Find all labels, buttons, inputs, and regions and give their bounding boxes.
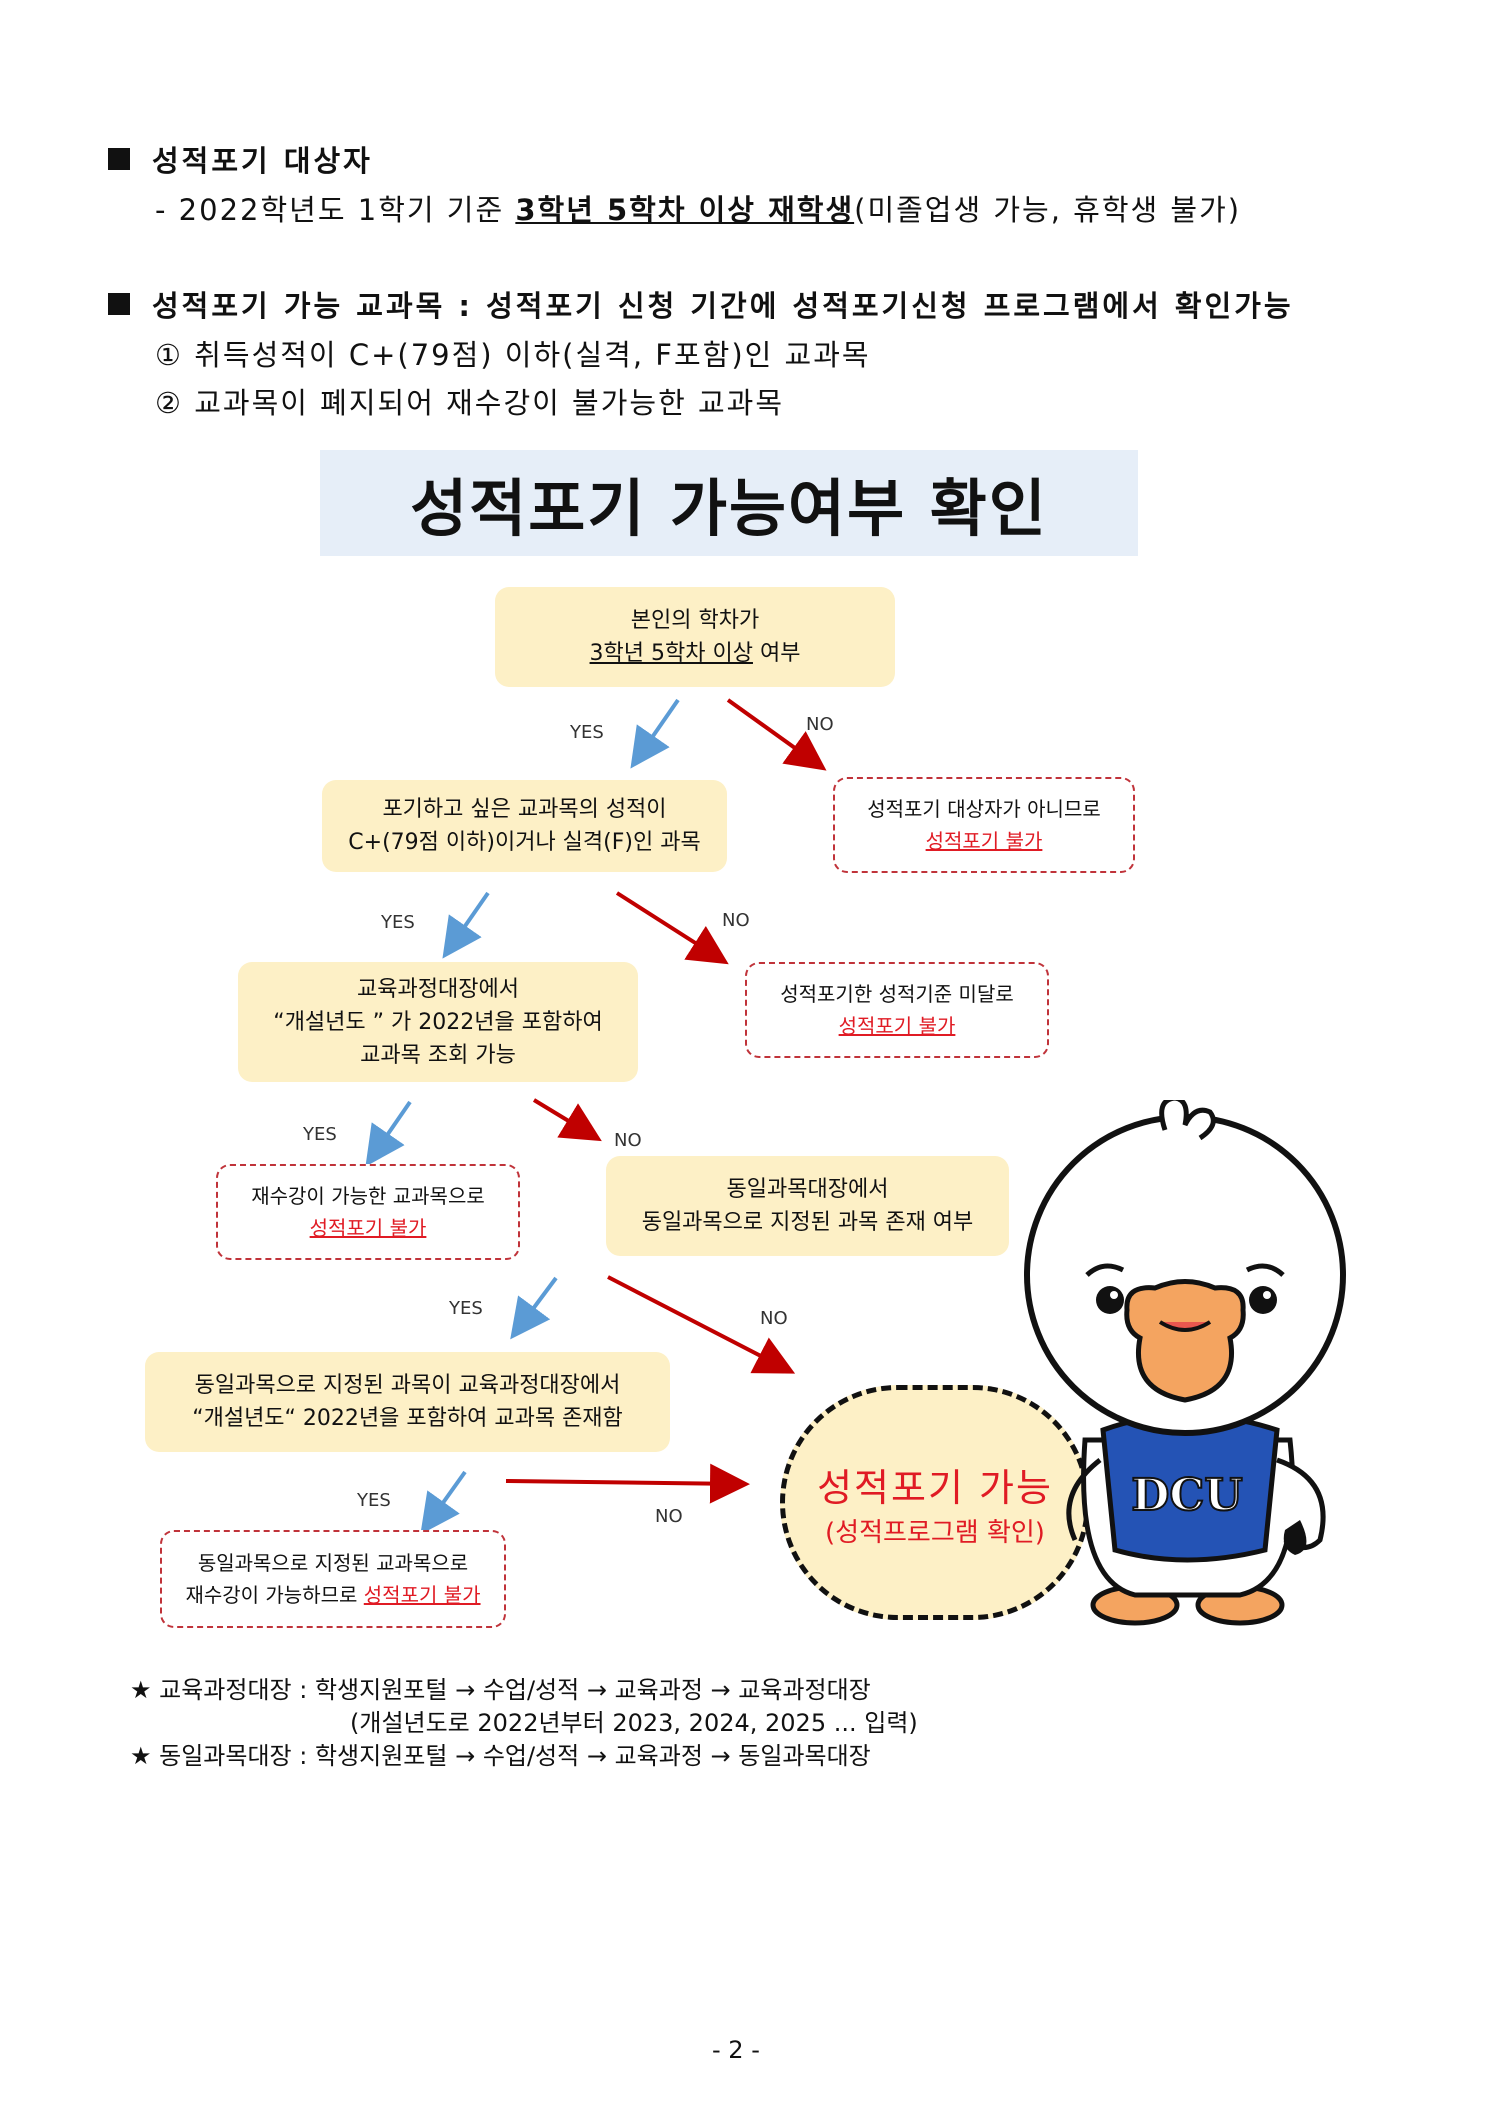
final-result-possible: 성적포기 가능 (성적프로그램 확인) bbox=[780, 1385, 1090, 1620]
no-label: NO bbox=[760, 1308, 788, 1329]
yes-arrow-5 bbox=[420, 1470, 467, 1535]
no-arrow-2 bbox=[615, 891, 729, 965]
note-curriculum: ★ 교육과정대장 : 학생지원포털 → 수업/성적 → 교육과정 → 교육과정대… bbox=[130, 1676, 871, 1704]
note-curriculum-detail: (개설년도로 2022년부터 2023, 2024, 2025 ... 입력) bbox=[350, 1709, 918, 1737]
result-box-same-course-retake: 동일과목으로 지정된 교과목으로 재수강이 가능하므로 성적포기 불가 bbox=[160, 1530, 506, 1628]
yes-arrow-2 bbox=[442, 891, 490, 959]
no-label: NO bbox=[614, 1130, 642, 1151]
no-arrow-4 bbox=[607, 1275, 796, 1374]
question-box-curriculum: 교육과정대장에서 “개설년도 ” 가 2022년을 포함하여 교과목 조회 가능 bbox=[238, 962, 638, 1082]
eligibility-line: - 2022학년도 1학기 기준 3학년 5학차 이상 재학생(미졸업생 가능,… bbox=[155, 193, 1242, 227]
square-bullet-icon bbox=[108, 148, 130, 170]
question-box-same-course: 동일과목대장에서 동일과목으로 지정된 과목 존재 여부 bbox=[606, 1156, 1009, 1256]
yes-arrow-1 bbox=[630, 698, 680, 769]
question-box-same-course-exists: 동일과목으로 지정된 과목이 교육과정대장에서 “개설년도“ 2022년을 포함… bbox=[145, 1352, 670, 1452]
note-same-course: ★ 동일과목대장 : 학생지원포털 → 수업/성적 → 교육과정 → 동일과목대… bbox=[130, 1742, 871, 1770]
result-box-retake-possible: 재수강이 가능한 교과목으로 성적포기 불가 bbox=[216, 1164, 520, 1260]
square-bullet-icon bbox=[108, 293, 130, 315]
course-item-1: ① 취득성적이 C+(79점) 이하(실격, F포함)인 교과목 bbox=[155, 338, 871, 372]
mascot-shirt-text: DCU bbox=[1131, 1470, 1243, 1521]
page-number: - 2 - bbox=[712, 2036, 760, 2064]
yes-label: YES bbox=[449, 1298, 483, 1319]
yes-label: YES bbox=[381, 912, 415, 933]
question-box-grade: 본인의 학차가 3학년 5학차 이상 여부 bbox=[495, 587, 895, 687]
no-arrow-5 bbox=[505, 1463, 750, 1504]
no-label: NO bbox=[806, 714, 834, 735]
result-box-not-eligible: 성적포기 대상자가 아니므로 성적포기 불가 bbox=[833, 777, 1135, 873]
yes-arrow-4 bbox=[510, 1276, 558, 1340]
course-item-2: ② 교과목이 폐지되어 재수강이 불가능한 교과목 bbox=[155, 386, 785, 420]
section-heading-courses: 성적포기 가능 교과목 : 성적포기 신청 기간에 성적포기신청 프로그램에서 … bbox=[108, 283, 1294, 325]
mascot-duck-icon: DCU bbox=[1024, 1100, 1346, 1626]
yes-label: YES bbox=[357, 1490, 391, 1511]
no-arrow-1 bbox=[726, 698, 827, 771]
no-arrow-3 bbox=[532, 1098, 602, 1142]
yes-label: YES bbox=[570, 722, 604, 743]
question-box-score: 포기하고 싶은 교과목의 성적이 C+(79점 이하)이거나 실격(F)인 과목 bbox=[322, 780, 727, 872]
yes-arrow-3 bbox=[365, 1100, 412, 1167]
yes-label: YES bbox=[303, 1124, 337, 1145]
result-box-below-standard: 성적포기한 성적기준 미달로 성적포기 불가 bbox=[745, 962, 1049, 1058]
flow-title: 성적포기 가능여부 확인 bbox=[320, 450, 1138, 556]
no-label: NO bbox=[655, 1506, 683, 1527]
section-heading-eligible: 성적포기 대상자 bbox=[108, 138, 373, 180]
no-label: NO bbox=[722, 910, 750, 931]
